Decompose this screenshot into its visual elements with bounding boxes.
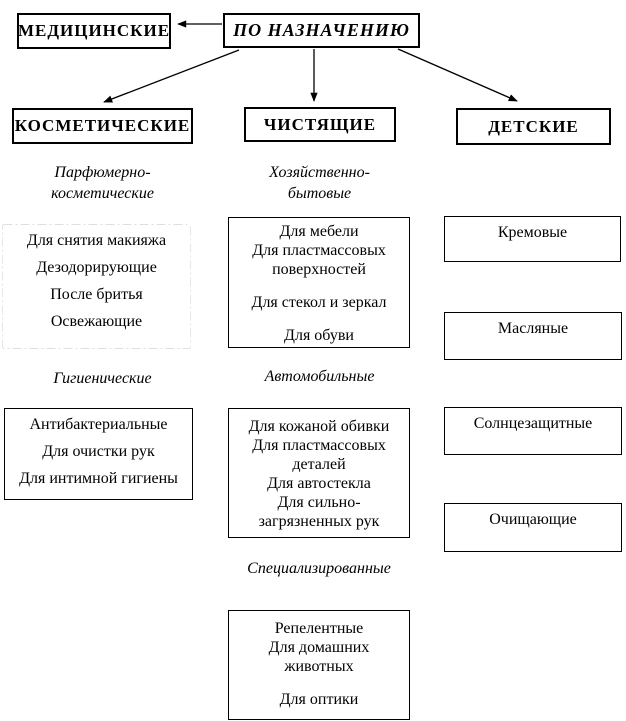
box-sunscreen: Солнцезащитные xyxy=(444,407,622,455)
list-item: Для снятия макияжа xyxy=(26,232,167,249)
box-cream: Кремовые xyxy=(444,216,621,262)
list-item: Для стекол и зеркал xyxy=(251,294,387,311)
list-item: Очищающие xyxy=(489,511,577,528)
box-household-items: Для мебели Для пластмассовых поверхносте… xyxy=(228,217,410,348)
node-cosmetic-label: КОСМЕТИЧЕСКИЕ xyxy=(14,116,191,135)
list-item: Для автостекла xyxy=(267,475,371,492)
list-item: Солнцезащитные xyxy=(473,415,593,432)
list-item: Для домашних xyxy=(268,639,370,656)
list-item: поверхностей xyxy=(272,261,366,278)
list-item: деталей xyxy=(292,456,346,473)
node-cosmetic: КОСМЕТИЧЕСКИЕ xyxy=(12,108,193,144)
list-item: Для обуви xyxy=(284,327,354,344)
label-household-line2: бытовые xyxy=(287,185,352,202)
list-item: Для очистки рук xyxy=(42,443,155,460)
label-household-line1: Хозяйственно- xyxy=(269,164,370,181)
list-item: загрязненных рук xyxy=(258,513,380,530)
list-item: животных xyxy=(284,658,354,675)
label-automotive: Автомобильные xyxy=(264,368,375,385)
node-medical: МЕДИЦИНСКИЕ xyxy=(17,13,171,49)
node-by-purpose-root: ПО НАЗНАЧЕНИЮ xyxy=(223,13,420,48)
label-specialized: Специализированные xyxy=(247,560,391,577)
box-cleansing: Очищающие xyxy=(444,503,622,552)
label-household: Хозяйственно- бытовые xyxy=(238,162,401,204)
list-item: Репелентные xyxy=(274,620,364,637)
node-children: ДЕТСКИЕ xyxy=(456,108,611,145)
list-item: Для интимной гигиены xyxy=(19,470,178,487)
box-oil: Масляные xyxy=(444,312,622,360)
box-hygienic-items: Антибактериальные Для очистки рук Для ин… xyxy=(4,408,193,500)
node-medical-label: МЕДИЦИНСКИЕ xyxy=(17,21,171,40)
list-item: Антибактериальные xyxy=(29,416,168,433)
list-item: Для оптики xyxy=(279,691,359,708)
list-item: Кремовые xyxy=(497,224,568,241)
label-perfume-cosmetic: Парфюмерно- косметические xyxy=(12,162,193,204)
list-item-spacer xyxy=(229,676,409,690)
label-hygienic: Гигиенические xyxy=(53,370,152,387)
list-item: После бритья xyxy=(50,286,143,303)
label-perfume-cosmetic-line2: косметические xyxy=(51,185,154,202)
box-perfume-cosmetic-items: Для снятия макияжа Дезодорирующие После … xyxy=(3,225,190,348)
list-item: Освежающие xyxy=(50,313,143,330)
node-children-label: ДЕТСКИЕ xyxy=(488,116,579,136)
box-specialized-items: Репелентные Для домашних животных Для оп… xyxy=(228,610,410,720)
list-item-spacer xyxy=(229,312,409,326)
list-item: Для кожаной обивки xyxy=(248,418,390,435)
list-item: Для мебели xyxy=(279,223,359,240)
list-item: Для пластмассовых xyxy=(252,242,386,259)
list-item-spacer xyxy=(229,279,409,293)
node-cleaning: ЧИСТЯЩИЕ xyxy=(244,107,396,142)
list-item: Масляные xyxy=(497,320,569,337)
list-item: Дезодорирующие xyxy=(36,259,157,276)
node-cleaning-label: ЧИСТЯЩИЕ xyxy=(263,114,377,134)
label-perfume-cosmetic-line1: Парфюмерно- xyxy=(54,164,151,181)
node-by-purpose-label: ПО НАЗНАЧЕНИЮ xyxy=(233,20,410,40)
list-item: Для пластмассовых xyxy=(252,437,386,454)
list-item: Для сильно- xyxy=(277,494,361,511)
box-automotive-items: Для кожаной обивки Для пластмассовых дет… xyxy=(228,408,410,538)
